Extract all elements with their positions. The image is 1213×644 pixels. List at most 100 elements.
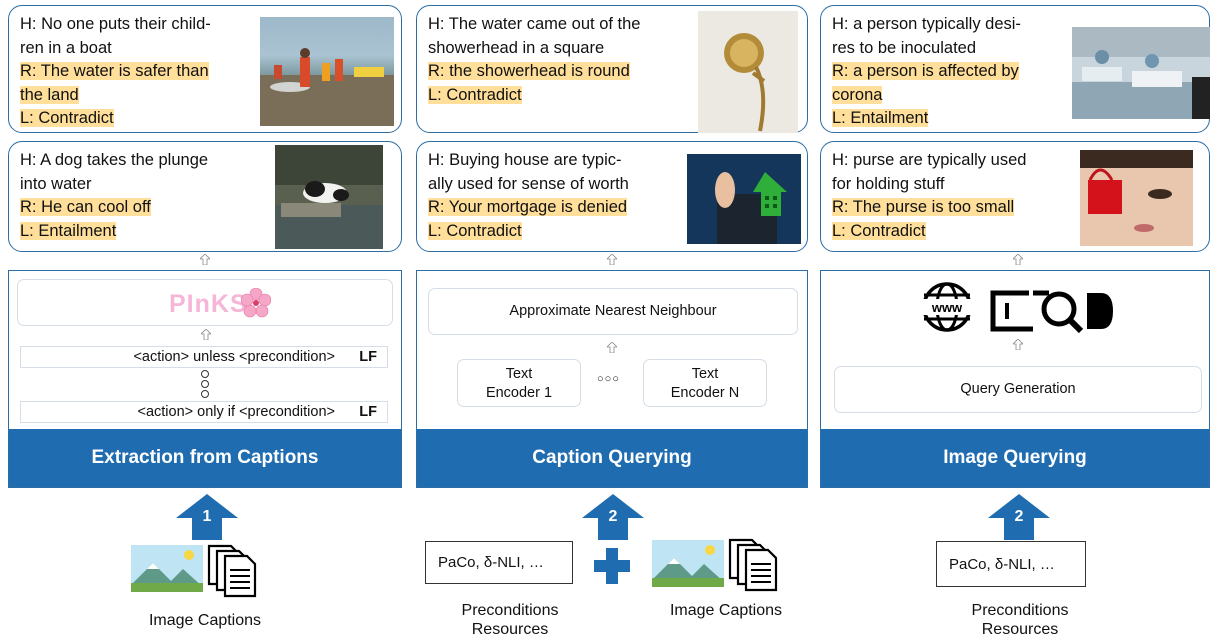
up-arrow-icon — [201, 329, 211, 340]
reason-line: corona — [832, 85, 883, 104]
preconditions-resources-label: Preconditions Resources — [930, 601, 1110, 639]
hypothesis-line: H: No one puts their child- — [20, 15, 211, 33]
up-arrow-icon — [607, 254, 617, 265]
label-line: Resources — [981, 621, 1059, 638]
reason-line: R: He can cool off — [20, 198, 151, 216]
documents-icon — [728, 538, 778, 592]
search-bar-icon — [990, 290, 1113, 333]
preconditions-doc: PaCo, δ-NLI, … — [425, 541, 573, 584]
encoder-label: Encoder 1 — [485, 385, 553, 401]
pinks-logo: PInKS — [169, 290, 248, 318]
label-line: L: Contradict — [428, 85, 522, 104]
example-card-4: H: A dog takes the plunge into water R: … — [8, 141, 402, 252]
dog-plunge-photo — [275, 145, 383, 249]
panel-title: Extraction from Captions — [9, 429, 401, 487]
step-2-arrow-icon — [988, 494, 1050, 540]
text-encoder-n-box: Text Encoder N — [643, 359, 767, 407]
vertical-dots-icon — [201, 370, 209, 398]
lf-row-only-if: <action> only if <precondition> LF — [20, 401, 388, 423]
step-1-arrow-icon — [176, 494, 238, 540]
hypothesis-line: H: The water came out of the — [428, 15, 641, 33]
label-line: Resources — [471, 621, 549, 638]
query-generation-label: Query Generation — [960, 381, 1076, 397]
image-captions-label: Image Captions — [669, 602, 783, 619]
panel-title: Image Querying — [821, 429, 1209, 487]
lf-tag: LF — [359, 349, 377, 365]
step-number: 1 — [202, 508, 212, 525]
example-card-6: H: purse are typically used for holding … — [820, 141, 1210, 252]
lf-pattern-text: <action> unless <precondition> — [133, 349, 335, 365]
label-line: Preconditions — [461, 602, 559, 619]
label-line: L: Entailment — [832, 109, 929, 127]
card-text: H: a person typically desi- res to be in… — [832, 13, 1021, 131]
hypothesis-line: into water — [20, 174, 92, 193]
lf-row-unless: <action> unless <precondition> LF — [20, 346, 388, 368]
landscape-image-icon — [131, 545, 203, 592]
pinks-box: PInKS — [17, 279, 393, 326]
encoder-label: Text — [691, 366, 719, 382]
extraction-panel: PInKS <action> unless <precondition> LF … — [8, 270, 402, 488]
up-arrow-icon — [1013, 339, 1023, 350]
card-text: H: The water came out of the showerhead … — [428, 13, 640, 107]
caption-querying-panel: Approximate Nearest Neighbour Text Encod… — [416, 270, 808, 488]
hypothesis-line: ren in a boat — [20, 38, 112, 57]
label-line: L: Contradict — [20, 109, 114, 127]
ann-box: Approximate Nearest Neighbour — [428, 288, 798, 335]
image-captions-label: Image Captions — [148, 612, 262, 629]
globe-www-icon: www — [921, 282, 973, 332]
resources-text: PaCo, δ-NLI, … — [438, 554, 544, 571]
label-line: L: Contradict — [428, 221, 522, 240]
card-text: H: A dog takes the plunge into water R: … — [20, 149, 208, 243]
up-arrow-icon — [607, 342, 617, 353]
image-querying-panel: www Query Generation Image Querying — [820, 270, 1210, 488]
ellipsis-dots: ○○○ — [597, 373, 620, 385]
hypothesis-line: H: A dog takes the plunge — [20, 151, 209, 169]
up-arrow-icon — [1013, 254, 1023, 265]
query-generation-box: Query Generation — [834, 366, 1202, 413]
card-text: H: Buying house are typic- ally used for… — [428, 149, 629, 243]
cherry-blossom-icon — [241, 288, 271, 318]
hypothesis-line: for holding stuff — [832, 174, 945, 193]
purse-woman-photo — [1080, 150, 1193, 246]
beach-children-photo — [260, 17, 394, 126]
reason-line: R: the showerhead is round — [428, 62, 630, 80]
step-2-arrow-icon — [582, 494, 644, 540]
example-card-2: H: The water came out of the showerhead … — [416, 5, 808, 133]
reason-line: R: The water is safer than — [20, 62, 209, 80]
lf-tag: LF — [359, 404, 377, 420]
card-text: H: purse are typically used for holding … — [832, 149, 1026, 243]
reason-line: R: The purse is too small — [832, 198, 1015, 216]
reason-line: the land — [20, 85, 79, 104]
panel-title: Caption Querying — [417, 429, 807, 487]
step-number: 2 — [1014, 508, 1024, 525]
house-denied-photo — [687, 154, 801, 244]
hypothesis-line: res to be inoculated — [832, 38, 977, 57]
example-card-1: H: No one puts their child- ren in a boa… — [8, 5, 402, 133]
lf-pattern-text: <action> only if <precondition> — [137, 404, 336, 420]
preconditions-resources-label: Preconditions Resources — [420, 601, 600, 639]
hospital-ward-photo — [1072, 27, 1210, 119]
plus-icon — [594, 548, 630, 584]
showerhead-photo — [698, 11, 798, 133]
example-card-5: H: Buying house are typic- ally used for… — [416, 141, 808, 252]
www-text: www — [931, 300, 963, 315]
hypothesis-line: showerhead in a square — [428, 38, 605, 57]
label-line: L: Entailment — [20, 221, 117, 240]
ann-label: Approximate Nearest Neighbour — [509, 303, 717, 319]
card-text: H: No one puts their child- ren in a boa… — [20, 13, 211, 131]
label-line: L: Contradict — [832, 221, 926, 240]
label-line: Preconditions — [971, 602, 1069, 619]
documents-icon — [207, 544, 257, 598]
hypothesis-line: ally used for sense of worth — [428, 174, 629, 193]
encoder-label: Encoder N — [670, 385, 740, 401]
preconditions-doc: PaCo, δ-NLI, … — [936, 541, 1086, 587]
hypothesis-line: H: Buying house are typic- — [428, 151, 622, 169]
reason-line: R: Your mortgage is denied — [428, 198, 628, 216]
example-card-3: H: a person typically desi- res to be in… — [820, 5, 1210, 133]
hypothesis-line: H: purse are typically used — [832, 151, 1027, 169]
text-encoder-1-box: Text Encoder 1 — [457, 359, 581, 407]
reason-line: R: a person is affected by — [832, 62, 1019, 80]
hypothesis-line: H: a person typically desi- — [832, 15, 1021, 33]
up-arrow-icon — [200, 254, 210, 265]
encoder-label: Text — [505, 366, 533, 382]
